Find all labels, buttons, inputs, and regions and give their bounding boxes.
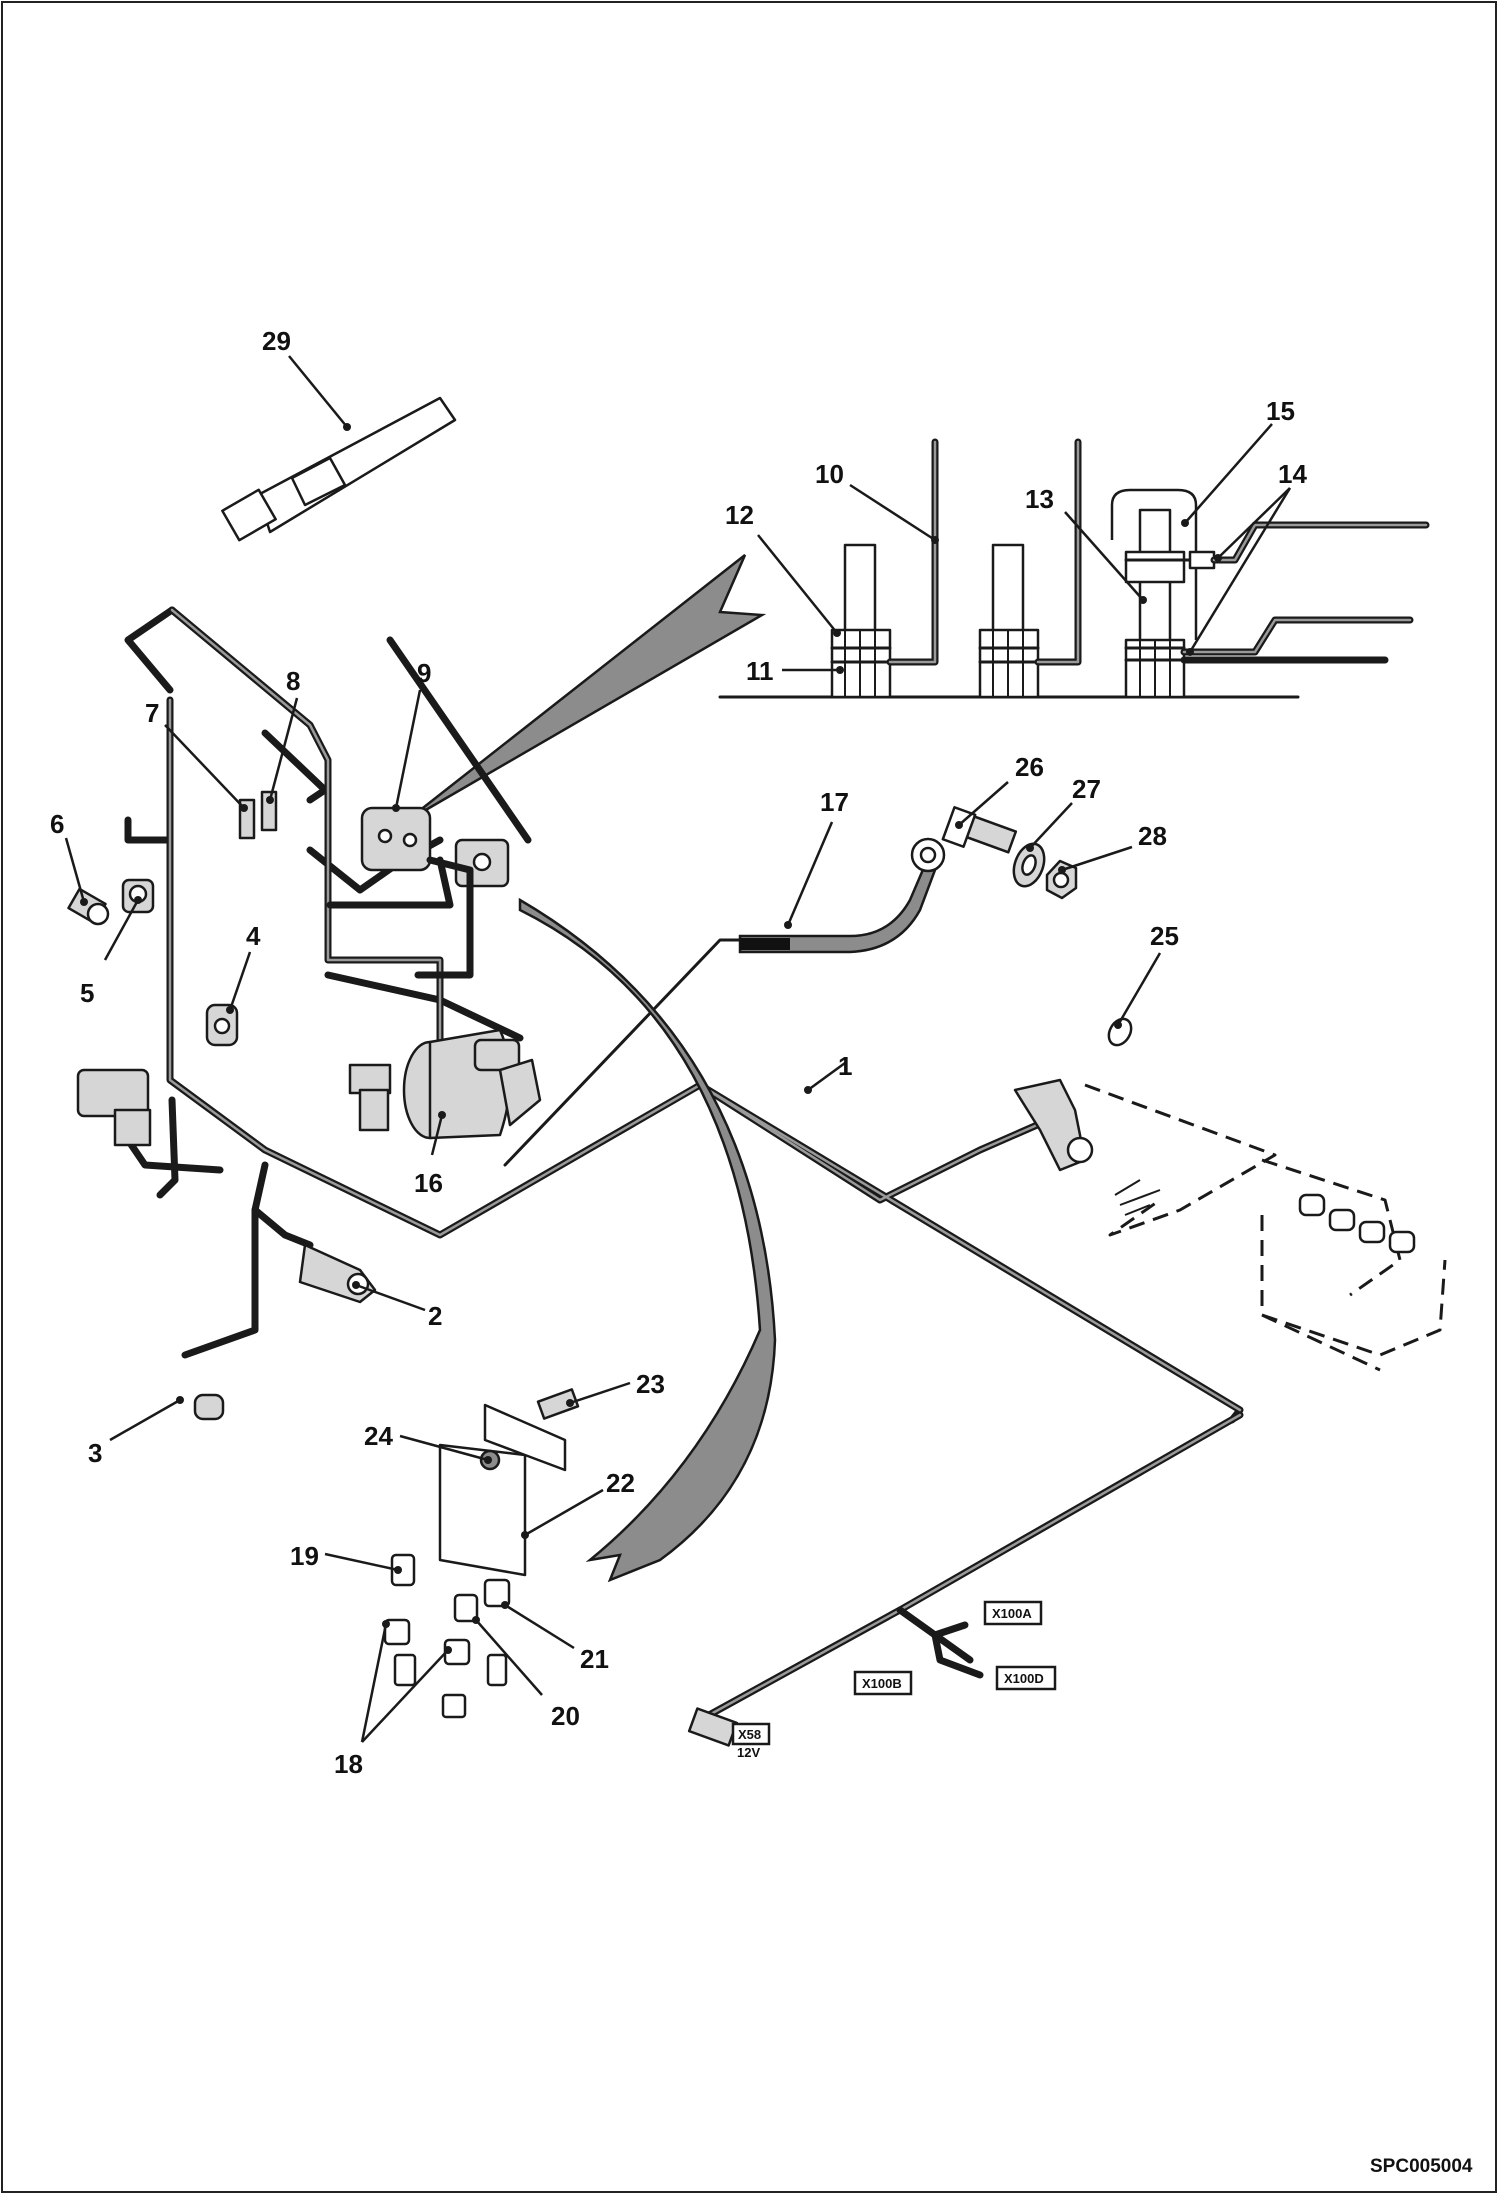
callout-3: 3	[88, 1438, 102, 1468]
callout-21: 21	[580, 1644, 609, 1674]
callout-8: 8	[286, 666, 300, 696]
callout-labels: 1 2 3 4 5 6 7 8 9 10 11 12 13 14 15 16 1…	[50, 326, 1307, 1779]
callout-7: 7	[145, 698, 159, 728]
callout-5: 5	[80, 978, 94, 1008]
tag-x100b: X100B	[853, 1670, 913, 1696]
detail-wedge	[404, 554, 767, 824]
battery-outline	[1013, 1078, 1447, 1372]
callout-28: 28	[1138, 821, 1167, 851]
callout-25: 25	[1150, 921, 1179, 951]
svg-text:X100D: X100D	[1004, 1671, 1044, 1686]
callout-6: 6	[50, 809, 64, 839]
tag-x58-voltage: 12V	[737, 1745, 760, 1760]
callout-14: 14	[1278, 459, 1307, 489]
svg-text:X100A: X100A	[992, 1606, 1032, 1621]
callout-2: 2	[428, 1301, 442, 1331]
connector-x58-plug	[687, 1707, 739, 1747]
fasteners-right	[941, 806, 1133, 1047]
callout-29: 29	[262, 326, 291, 356]
callout-18: 18	[334, 1749, 363, 1779]
callout-13: 13	[1025, 484, 1054, 514]
svg-text:X58: X58	[738, 1727, 761, 1742]
callout-24: 24	[364, 1421, 393, 1451]
tag-x100a: X100A	[983, 1600, 1043, 1626]
callout-10: 10	[815, 459, 844, 489]
callout-9: 9	[417, 658, 431, 688]
callout-22: 22	[606, 1468, 635, 1498]
callout-23: 23	[636, 1369, 665, 1399]
detail-inset	[404, 438, 1430, 824]
callout-11: 11	[746, 656, 774, 686]
callout-1: 1	[838, 1051, 852, 1081]
sweep-arrow	[518, 897, 777, 1583]
leader-lines	[64, 355, 1292, 1743]
tag-x58: X58 12V	[731, 1722, 771, 1760]
callout-20: 20	[551, 1701, 580, 1731]
callout-27: 27	[1072, 774, 1101, 804]
connector-tags: X100A X100B X100D X58 12V	[687, 1600, 1057, 1760]
leader-dots	[80, 423, 1222, 1654]
callout-4: 4	[246, 921, 261, 951]
callout-17: 17	[820, 787, 849, 817]
callout-19: 19	[290, 1541, 319, 1571]
callout-12: 12	[725, 500, 754, 530]
grease-tube	[221, 396, 457, 542]
callout-15: 15	[1266, 396, 1295, 426]
svg-text:X100B: X100B	[862, 1676, 902, 1691]
bracket-and-relays	[383, 1388, 580, 1719]
callout-26: 26	[1015, 752, 1044, 782]
engine-parts	[67, 790, 542, 1421]
tag-x100d: X100D	[995, 1665, 1057, 1691]
callout-16: 16	[414, 1168, 443, 1198]
drawing-reference: SPC005004	[1370, 2156, 1473, 2177]
